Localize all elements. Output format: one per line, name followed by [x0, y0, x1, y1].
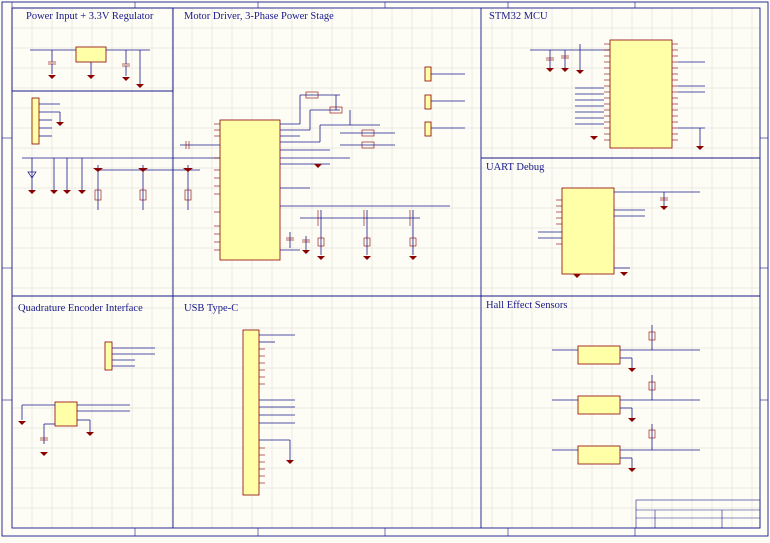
- hall-sensor-circuit: [552, 325, 700, 472]
- power-connector: [31, 97, 64, 145]
- usb-uart-bridge-ic: [561, 187, 615, 275]
- zone-ticks: [2, 2, 768, 536]
- section-frames: [11, 7, 760, 528]
- title-block: [635, 499, 761, 529]
- section-title-encoder: Quadrature Encoder Interface: [18, 303, 143, 314]
- mcu-circuit: [530, 39, 705, 150]
- gate-driver-ic: [219, 119, 281, 261]
- motor-driver-circuit: [22, 66, 465, 261]
- connector-j1: [31, 97, 40, 145]
- usb-c-connector: [242, 329, 260, 496]
- hall-sensor-3: [552, 424, 700, 472]
- line-receiver-ic: [54, 401, 78, 427]
- regulator-ic: [75, 46, 107, 63]
- mosfet-phase-a: [317, 210, 325, 260]
- section-title-motor: Motor Driver, 3-Phase Power Stage: [184, 11, 334, 22]
- hall-sensor-2: [552, 375, 700, 422]
- phase-connector-a: [424, 66, 432, 82]
- section-title-usb: USB Type-C: [184, 303, 239, 314]
- section-title-hall: Hall Effect Sensors: [486, 300, 568, 311]
- mosfet-phase-b: [363, 210, 371, 260]
- phase-connector-c: [424, 121, 432, 137]
- encoder-connector: [104, 341, 113, 371]
- stm32-mcu-ic: [609, 39, 673, 149]
- phase-connector-b: [424, 94, 432, 110]
- section-title-mcu: STM32 MCU: [489, 11, 548, 22]
- uart-circuit: [538, 187, 700, 278]
- encoder-circuit: [18, 341, 155, 456]
- section-title-power: Power Input + 3.3V Regulator: [26, 11, 154, 22]
- mosfet-phase-c: [409, 210, 417, 260]
- usb-circuit: [242, 329, 295, 496]
- hall-sensor-1: [552, 325, 700, 372]
- power-regulator-circuit: [30, 46, 150, 88]
- section-title-uart: UART Debug: [486, 162, 545, 173]
